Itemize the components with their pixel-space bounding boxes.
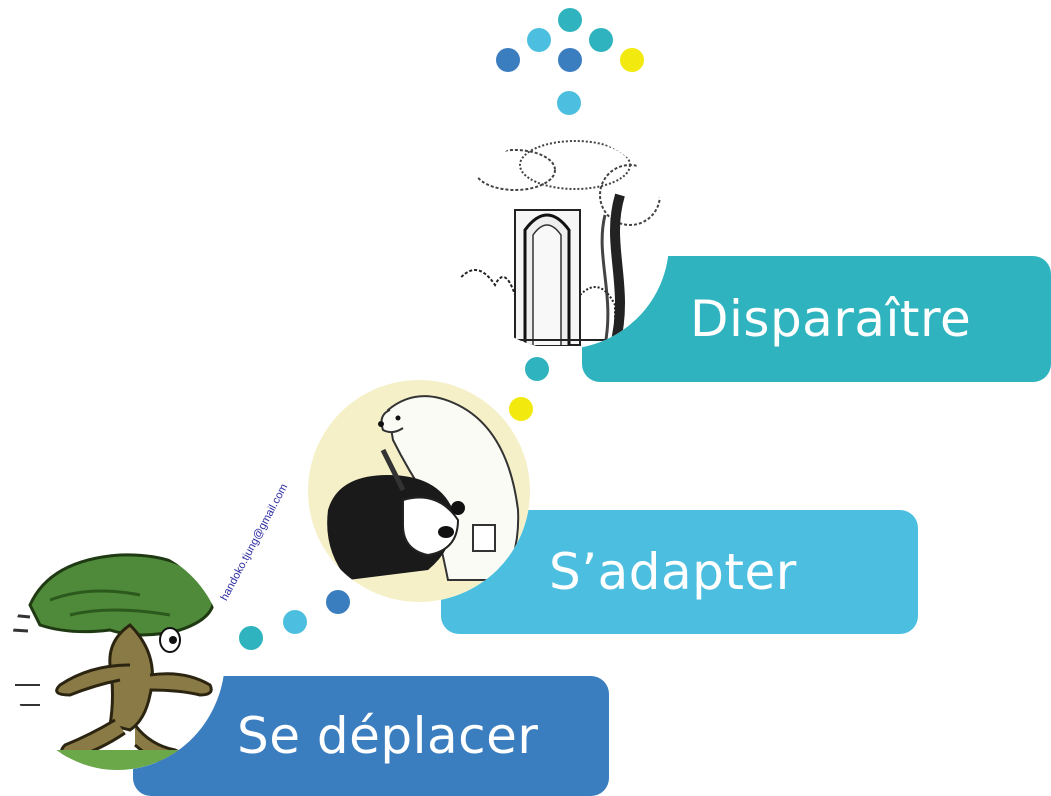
- step-deplacer-label: Se déplacer: [237, 707, 539, 765]
- decor-dot: [558, 48, 582, 72]
- connector-dot: [509, 397, 533, 421]
- decor-dot: [620, 48, 644, 72]
- bears-illustration: [308, 380, 530, 602]
- connector-dot: [283, 610, 307, 634]
- connector-dot: [326, 590, 350, 614]
- step-adapter-label: S’adapter: [549, 543, 797, 601]
- decor-dot: [558, 8, 582, 32]
- decor-dot: [496, 48, 520, 72]
- step-disparaitre-box: Disparaître: [582, 256, 1051, 382]
- walking-tree-illustration: [10, 545, 225, 770]
- step-disparaitre-label: Disparaître: [690, 290, 972, 348]
- connector-dot: [239, 626, 263, 650]
- decor-dot: [557, 91, 581, 115]
- decor-dot: [527, 28, 551, 52]
- connector-dot: [525, 357, 549, 381]
- gate-illustration: [455, 135, 669, 349]
- decor-dot: [589, 28, 613, 52]
